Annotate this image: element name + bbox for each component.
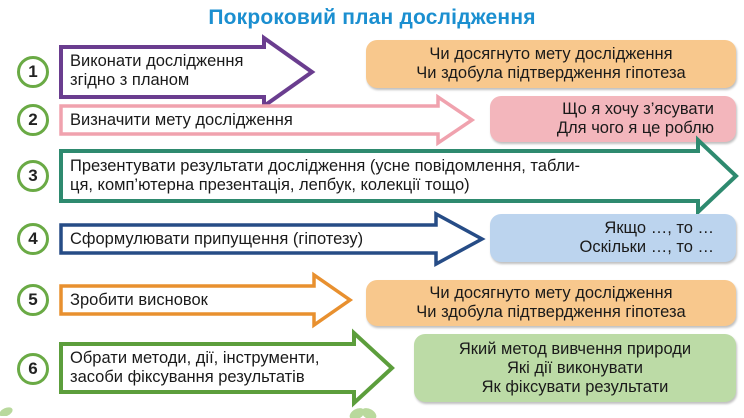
step-arrow-teal xyxy=(59,135,739,217)
diagram-title: Покроковий план дослідження xyxy=(208,6,536,29)
step-number-badge: 2 xyxy=(17,104,49,136)
step-number-badge: 1 xyxy=(17,56,49,88)
note-box-pink: Що я хочу з’ясувати Для чого я це роблю xyxy=(490,96,736,142)
step-number-badge: 4 xyxy=(17,223,49,255)
note-box-orange: Чи досягнуто мету дослідження Чи здобула… xyxy=(366,40,736,88)
step-arrow-navy xyxy=(59,211,486,267)
leaf-icon xyxy=(0,407,13,416)
step-text: Зробити висновок xyxy=(70,291,208,309)
step-text: Виконати дослідження згідно з планом xyxy=(70,52,244,89)
step-text: Презентувати результати дослідження (усн… xyxy=(70,157,581,194)
step-number-badge: 6 xyxy=(17,353,49,385)
step-arrow-green xyxy=(59,328,395,408)
step-number-badge: 3 xyxy=(17,160,49,192)
step-text: Визначити мету дослідження xyxy=(70,111,293,129)
step-text: Обрати методи, дії, інструменти, засоби … xyxy=(70,349,320,386)
note-box-orange: Чи досягнуто мету дослідження Чи здобула… xyxy=(366,280,736,326)
step-arrow-pink xyxy=(59,93,476,147)
step-arrow-orange xyxy=(59,271,354,329)
note-box-blue: Якщо …, то … Оскільки …, то … xyxy=(490,214,736,262)
note-box-green: Який метод вивчення природи Які дії вико… xyxy=(414,334,736,402)
step-arrow-purple xyxy=(59,34,316,110)
step-number-badge: 5 xyxy=(17,284,49,316)
step-text: Сформулювати припущення (гіпотезу) xyxy=(70,230,364,248)
